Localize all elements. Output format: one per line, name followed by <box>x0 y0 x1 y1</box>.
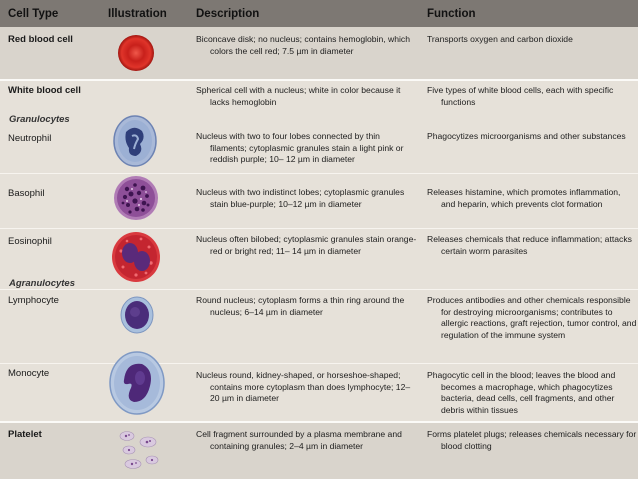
monocyte-icon <box>109 351 165 415</box>
row-divider <box>0 289 638 290</box>
cell-description: Nucleus with two to four lobes connected… <box>196 131 404 165</box>
cell-name-red-blood-cell: Red blood cell <box>8 34 73 45</box>
cell-name-eosinophil: Eosinophil <box>8 236 52 247</box>
header-description: Description <box>196 8 260 20</box>
header-function: Function <box>427 8 476 20</box>
cell-function: Five types of white blood cells, each wi… <box>427 85 614 107</box>
red-blood-cell-icon <box>118 35 154 71</box>
cell-function: Releases chemicals that reduce inflammat… <box>427 234 632 256</box>
lymphocyte-icon <box>120 296 154 334</box>
row-divider <box>0 173 638 174</box>
neutrophil-icon <box>113 115 157 167</box>
header-cell-type: Cell Type <box>8 8 59 20</box>
row-divider <box>0 363 638 364</box>
cell-function: Produces antibodies and other chemicals … <box>427 295 637 340</box>
cell-function: Releases histamine, which promotes infla… <box>427 187 621 209</box>
row-divider <box>0 79 638 81</box>
subheading-agranulocytes: Agranulocytes <box>9 278 75 289</box>
cell-function: Phagocytizes microorganisms and other su… <box>427 131 626 141</box>
cell-description: Round nucleus; cytoplasm forms a thin ri… <box>196 295 405 317</box>
header-illustration: Illustration <box>108 8 167 20</box>
row-divider <box>0 228 638 229</box>
cell-name-neutrophil: Neutrophil <box>8 133 52 144</box>
cell-description: Nucleus often bilobed; cytoplasmic granu… <box>196 234 417 256</box>
cell-description: Nucleus with two indistinct lobes; cytop… <box>196 187 405 209</box>
cell-name-lymphocyte: Lymphocyte <box>8 295 59 306</box>
cell-name-basophil: Basophil <box>8 188 45 199</box>
band-platelet <box>0 423 638 479</box>
cell-description: Cell fragment surrounded by a plasma mem… <box>196 429 402 451</box>
cell-name-platelet: Platelet <box>8 429 42 440</box>
cell-description: Nucleus round, kidney-shaped, or horsesh… <box>196 370 411 404</box>
band-red-blood-cell <box>0 27 638 80</box>
row-divider <box>0 421 638 423</box>
cell-description: Biconcave disk; no nucleus; contains hem… <box>196 34 411 56</box>
cell-name-white-blood-cell: White blood cell <box>8 85 81 96</box>
basophil-icon <box>114 176 158 220</box>
cell-function: Phagocytic cell in the blood; leaves the… <box>427 370 616 415</box>
table-header: Cell Type Illustration Description Funct… <box>0 0 638 27</box>
cell-description: Spherical cell with a nucleus; white in … <box>196 85 401 107</box>
cell-function: Transports oxygen and carbon dioxide <box>427 34 573 44</box>
cell-function: Forms platelet plugs; releases chemicals… <box>427 429 637 451</box>
platelet-icon <box>119 431 159 469</box>
cell-name-monocyte: Monocyte <box>8 368 50 379</box>
band-white-blood-cell <box>0 81 638 421</box>
subheading-granulocytes: Granulocytes <box>9 114 70 125</box>
eosinophil-icon <box>112 232 160 282</box>
